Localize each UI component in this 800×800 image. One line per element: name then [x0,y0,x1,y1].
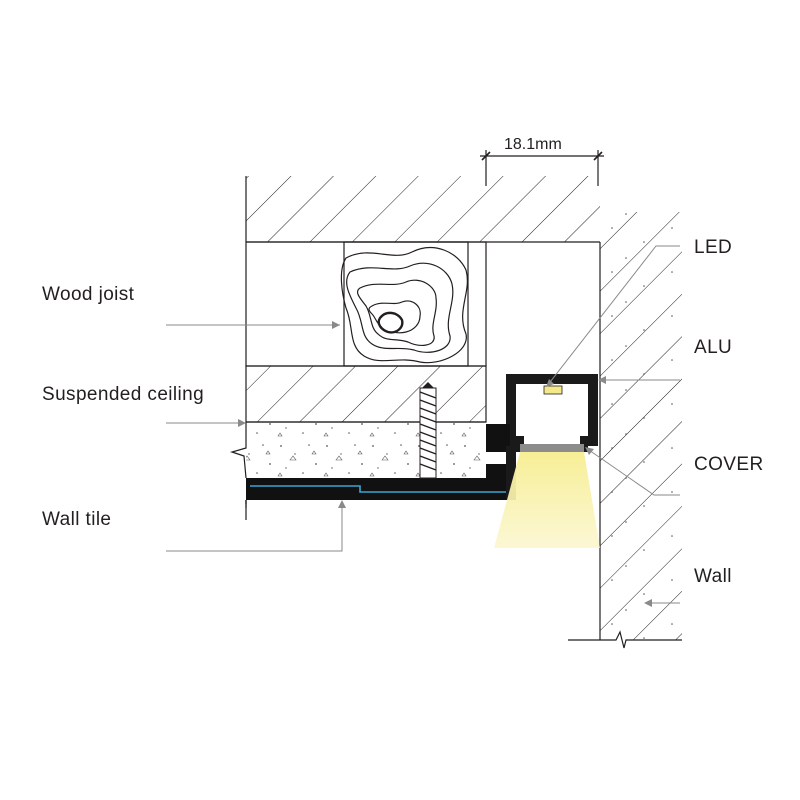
screw-icon [419,382,437,479]
plaster-layer [229,421,486,479]
wood-joist [245,241,487,367]
cover-diffuser [520,444,584,452]
label-wood-joist: Wood joist [42,284,135,305]
light-beam [494,452,600,548]
wall-tile-layer [245,478,514,508]
label-led: LED [694,237,732,258]
led-chip [543,385,563,395]
dimension-18-1mm: 18.1mm [480,136,604,186]
wall-section [568,212,682,649]
label-wall-tile: Wall tile [42,509,111,530]
dimension-label: 18.1mm [504,136,562,153]
label-wall: Wall [694,566,732,587]
label-alu: ALU [694,337,732,358]
suspended-ceiling-board [245,365,487,423]
ceiling-slab [246,176,600,243]
label-cover: COVER [694,454,764,475]
leader-lines [166,245,680,607]
label-suspended-ceiling: Suspended ceiling [42,384,204,405]
